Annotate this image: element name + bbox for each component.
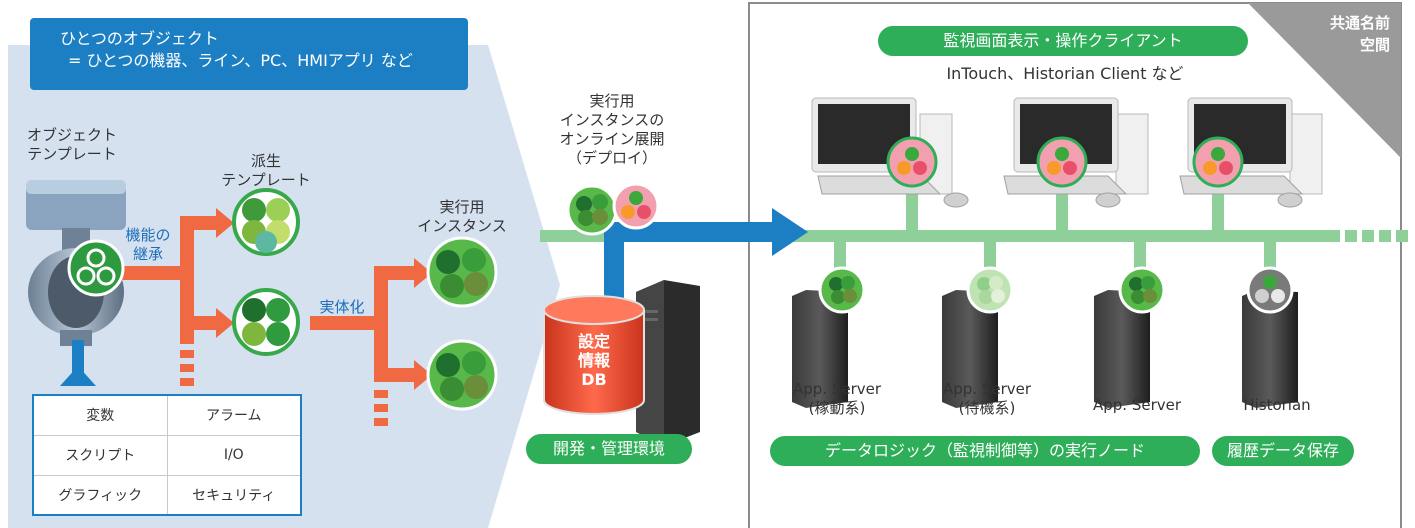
object-circle-icon xyxy=(566,184,618,236)
table-cell: グラフィック xyxy=(32,474,168,516)
object-circle-icon xyxy=(1036,136,1088,188)
derived-template-label: 派生 テンプレート xyxy=(221,152,311,189)
object-circle-icon xyxy=(426,236,498,308)
execution-node-label: データロジック（監視制御等）の実行ノード xyxy=(770,436,1200,466)
object-definition-box: ひとつのオブジェクト = ひとつの機器、ライン、PC、HMIアプリ など xyxy=(30,18,468,90)
object-circle-icon xyxy=(1192,136,1244,188)
object-circle-icon xyxy=(426,339,498,411)
object-circle-icon xyxy=(67,239,125,297)
db-label: 設定 情報 DB xyxy=(577,332,610,389)
table-cell: I/O xyxy=(166,434,302,476)
history-label: 履歴データ保存 xyxy=(1212,436,1354,466)
table-cell: セキュリティ xyxy=(166,474,302,516)
namespace-label: 共通名前 空間 xyxy=(1329,14,1390,54)
object-circle-icon xyxy=(818,266,866,314)
object-definition-line2: = ひとつの機器、ライン、PC、HMIアプリ など xyxy=(68,51,413,70)
database-icon xyxy=(543,295,645,415)
object-circle-icon xyxy=(232,288,300,356)
object-circle-icon xyxy=(1246,266,1294,314)
object-circle-icon xyxy=(612,182,660,230)
attribute-table: 変数 アラーム スクリプト I/O グラフィック セキュリティ xyxy=(32,394,302,516)
server-label-active: App. Server (稼動系) xyxy=(792,380,882,417)
object-circle-icon xyxy=(966,266,1014,314)
table-row: 変数 アラーム xyxy=(32,394,302,436)
server-tower-icon xyxy=(792,290,1298,408)
runtime-instance-label: 実行用 インスタンス xyxy=(417,198,507,235)
dev-environment-label: 開発・管理環境 xyxy=(526,434,692,464)
server-label-standby: App. Server (待機系) xyxy=(942,380,1032,417)
namespace-corner xyxy=(1248,3,1401,158)
object-template-label: オブジェクト テンプレート xyxy=(26,126,117,163)
instantiate-label: 実体化 xyxy=(319,298,365,316)
client-label: 監視画面表示・操作クライアント xyxy=(878,26,1248,56)
table-row: スクリプト I/O xyxy=(32,434,302,476)
object-circle-icon xyxy=(232,188,300,256)
table-row: グラフィック セキュリティ xyxy=(32,474,302,516)
server-label-app: App. Server xyxy=(1092,396,1182,414)
object-circle-icon xyxy=(886,136,938,188)
server-tower-icon xyxy=(636,280,700,446)
deploy-label: 実行用 インスタンスの オンライン展開 （デプロイ） xyxy=(559,92,665,167)
client-examples: InTouch、Historian Client など xyxy=(946,64,1184,83)
table-cell: スクリプト xyxy=(32,434,168,476)
server-label-historian: Historian xyxy=(1243,396,1311,414)
object-circle-icon xyxy=(1118,266,1166,314)
table-cell: 変数 xyxy=(32,394,168,436)
object-definition-line1: ひとつのオブジェクト xyxy=(60,29,219,48)
table-cell: アラーム xyxy=(166,394,302,436)
inheritance-label: 機能の 継承 xyxy=(125,226,171,263)
